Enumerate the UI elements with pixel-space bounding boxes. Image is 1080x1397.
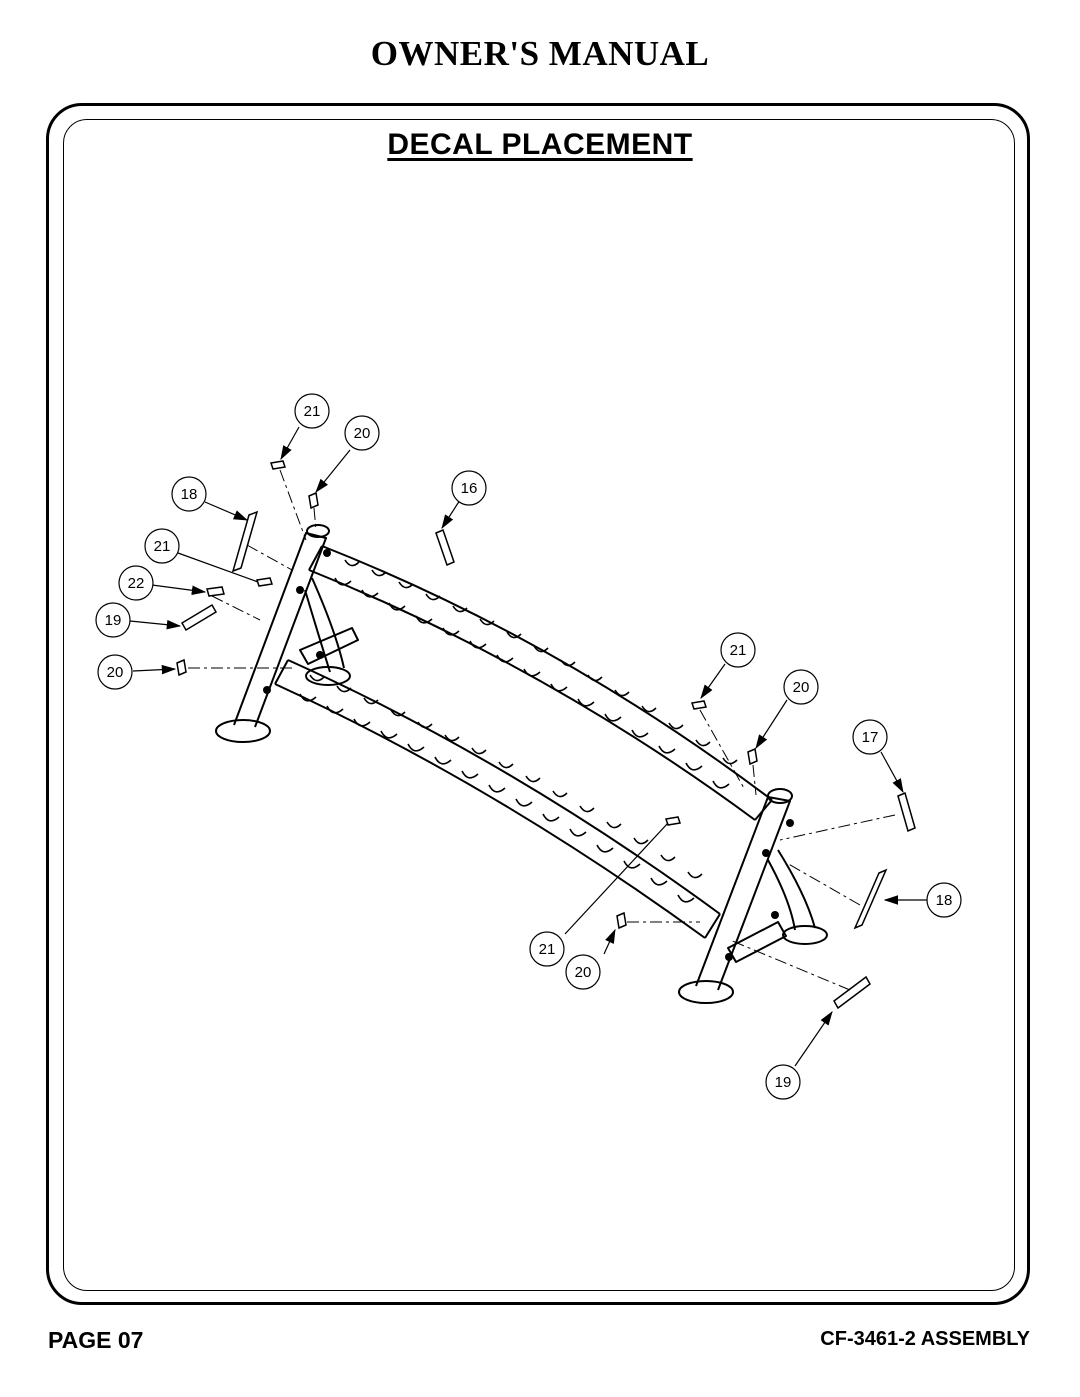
decal-21 [256,577,273,587]
decal-19 [833,975,871,1010]
bolts [263,549,794,961]
decal-18 [853,868,888,930]
section-title: DECAL PLACEMENT [387,128,693,161]
callout-20: 20 [565,954,601,990]
decal-21 [665,816,681,826]
upper-rail-front [308,569,756,821]
callout-19: 19 [95,602,131,638]
callout-21: 21 [720,632,756,668]
callout-21: 21 [294,393,330,429]
upper-rail-back [321,545,773,801]
dumbbell-rack-illustration [215,524,828,1004]
right-brace [727,921,787,963]
callout-20: 20 [97,654,133,690]
svg-text:20: 20 [575,964,592,981]
svg-text:17: 17 [862,729,879,746]
left-rear-leg [304,577,345,673]
svg-text:19: 19 [105,612,122,629]
page-frame-inner [63,119,1015,1291]
leader-lines [129,426,928,1067]
decal-19 [180,603,218,632]
right-front-base-plate [678,980,734,1004]
decal-20 [176,658,187,677]
svg-text:18: 18 [936,892,953,909]
callout-22: 22 [118,565,154,601]
right-rear-leg [767,849,816,931]
svg-text:21: 21 [730,642,747,659]
decal-21 [691,700,707,710]
decal-17 [897,791,916,833]
upper-saddles [334,559,738,789]
decals [176,460,916,1010]
svg-text:21: 21 [539,941,556,958]
decal-20 [308,491,319,510]
placement-lines [188,469,896,991]
svg-text:16: 16 [461,480,478,497]
left-rear-base-plate [305,666,351,686]
callout-21: 21 [144,528,180,564]
lower-rail-back [287,659,721,915]
decal-22 [206,586,225,597]
manual-title: OWNER'S MANUAL [370,34,710,73]
callout-18: 18 [926,882,962,918]
lower-rail-front [274,683,706,939]
decal-20 [747,747,758,766]
svg-text:20: 20 [107,664,124,681]
svg-text:20: 20 [354,425,371,442]
left-front-base-plate [215,719,271,743]
callout-20: 20 [783,669,819,705]
svg-text:18: 18 [181,486,198,503]
callout-18: 18 [171,476,207,512]
callout-19: 19 [765,1064,801,1100]
svg-text:19: 19 [775,1074,792,1091]
svg-text:22: 22 [128,575,145,592]
callouts: 21 20 18 16 21 22 19 20 21 20 17 18 21 2… [95,393,962,1100]
decal-20 [616,911,627,930]
assembly-name: CF-3461-2 ASSEMBLY [820,1328,1030,1350]
decal-21 [270,460,286,470]
svg-text:21: 21 [154,538,171,555]
decal-16 [435,528,455,567]
callout-16: 16 [451,470,487,506]
left-upright [233,532,327,728]
page-frame-outer [46,103,1030,1305]
callout-21: 21 [529,931,565,967]
right-upright [695,796,791,991]
svg-text:21: 21 [304,403,321,420]
left-brace [299,627,359,665]
callout-20: 20 [344,415,380,451]
decal-18 [231,510,259,573]
right-rear-base-plate [782,925,828,945]
lower-saddles [299,674,703,903]
callout-17: 17 [852,719,888,755]
svg-text:20: 20 [793,679,810,696]
page-number: PAGE 07 [48,1327,144,1353]
